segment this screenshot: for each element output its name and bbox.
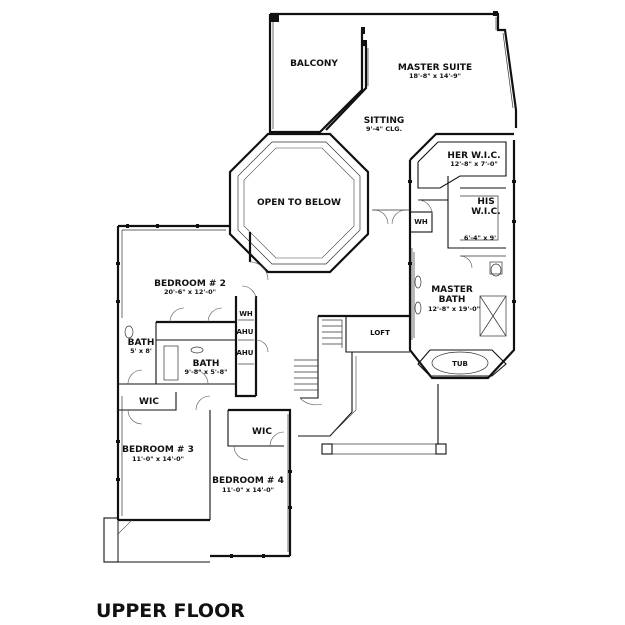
window-ticks xyxy=(116,180,516,558)
balcony-walls xyxy=(268,12,365,134)
small-bath-dimensions: 5' x 8' xyxy=(130,347,152,355)
ahu-2-label: AHU xyxy=(237,349,254,357)
open-to-below-label: OPEN TO BELOW xyxy=(257,198,341,208)
tub-label: TUB xyxy=(452,360,468,368)
wic-left-label: WIC xyxy=(139,397,159,407)
bedroom-3-walls xyxy=(103,392,211,563)
small-bath-label: BATH xyxy=(128,338,155,348)
bedroom-2-label: BEDROOM # 2 xyxy=(154,279,226,289)
her-wic-label: HER W.I.C. xyxy=(447,151,500,161)
bath-label: BATH xyxy=(193,359,220,369)
bedroom-3-label: BEDROOM # 3 xyxy=(122,445,194,455)
baths-walls xyxy=(116,322,236,392)
bedroom-2-dimensions: 20'-6" x 12'-0" xyxy=(164,288,216,296)
terrace-rail xyxy=(321,384,447,455)
stair-treads xyxy=(294,325,342,391)
bedroom-3-dimensions: 11'-0" x 14'-0" xyxy=(132,455,184,463)
sitting-note: 9'-4" CLG. xyxy=(366,125,402,133)
wic-right-label: WIC xyxy=(252,427,272,437)
master-bath-label-line1: MASTER xyxy=(431,285,473,295)
his-wic-label-line2: W.I.C. xyxy=(471,207,500,217)
water-heater-master-label: WH xyxy=(414,218,428,226)
master-bath-dimensions: 12'-8" x 19'-0" xyxy=(428,305,480,313)
sitting-doors xyxy=(372,209,410,225)
open-to-below-octagon xyxy=(228,132,370,274)
his-wic-label-line1: HIS xyxy=(477,197,494,207)
bath-dimensions: 9'-8" x 5'-8" xyxy=(185,368,228,376)
master-bath-label-line2: BATH xyxy=(439,295,466,305)
master-bath-walls xyxy=(408,132,516,380)
hall-walls xyxy=(234,285,269,398)
balcony-label: BALCONY xyxy=(290,59,338,69)
master-suite-label: MASTER SUITE xyxy=(398,63,472,73)
her-wic-dimensions: 12'-8" x 7'-0" xyxy=(450,160,497,168)
master-suite-walls xyxy=(325,11,518,131)
loft-stair xyxy=(294,314,410,437)
bedroom-4-dimensions: 11'-0" x 14'-0" xyxy=(222,486,274,494)
floor-title: UPPER FLOOR xyxy=(96,600,245,622)
bedroom-2-walls xyxy=(116,224,269,324)
water-heater-hall-label: WH xyxy=(239,310,253,318)
loft-label: LOFT xyxy=(370,329,390,337)
his-wic-dimensions: 6'-4" x 9' xyxy=(464,234,496,242)
master-suite-dimensions: 18'-8" x 14'-9" xyxy=(409,72,461,80)
bedroom-4-label: BEDROOM # 4 xyxy=(212,476,284,486)
ahu-1-label: AHU xyxy=(237,328,254,336)
sitting-label: SITTING xyxy=(364,116,405,126)
